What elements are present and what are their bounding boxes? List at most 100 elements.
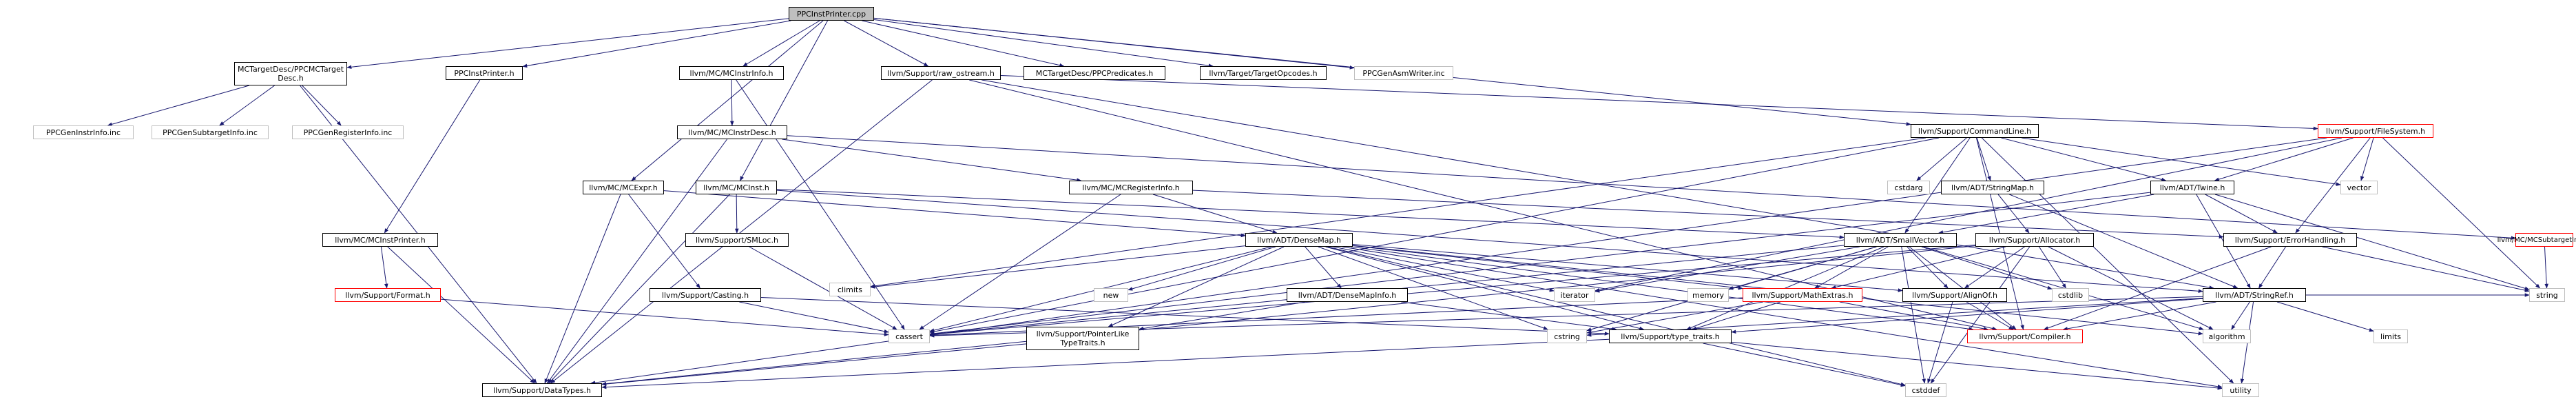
edge-adt-smallvector-h-to-support-alignof-h [1907,246,1949,289]
node-mc-mcinstprinter-h[interactable]: llvm/MC/MCInstPrinter.h [322,233,438,247]
node-support-type-traits-h[interactable]: llvm/Support/type_traits.h [1609,329,1732,343]
edge-mc-mcregisterinfo-h-to-support-errorhandling-h [1192,190,2224,239]
edge-mc-mcinstrinfo-h-to-cassert [736,79,905,330]
edge-support-errorhandling-h-to-string [2322,246,2530,292]
edge-support-filesystem-h-to-adt-twine-h [2214,137,2354,181]
edge-adt-densemap-h-to-support-pointerliketypetraits-h [1108,246,1285,327]
edge-mc-mcinstrdesc-h-to-mc-mcsubtargetinfo-h [787,135,2516,240]
edge-ppcinstprinter-cpp-to-mctargetdesc-ppcpredicates-h [862,20,1065,68]
edge-support-alignof-h-to-support-compiler-h [1966,301,2014,330]
node-target-targetopcodes-h[interactable]: llvm/Target/TargetOpcodes.h [1200,66,1327,80]
node-adt-smallvector-h[interactable]: llvm/ADT/SmallVector.h [1844,233,1957,247]
node-support-smloc-h[interactable]: llvm/Support/SMLoc.h [685,233,789,247]
edge-mc-mcinstprinter-h-to-support-datatypes-h [387,246,535,384]
node-support-commandline-h[interactable]: llvm/Support/CommandLine.h [1911,124,2039,138]
edge-support-type-traits-h-to-cstddef [1703,343,1906,387]
node-mctargetdesc-ppcmctargetdesc-h[interactable]: MCTargetDesc/PPCMCTarget Desc.h [234,62,347,85]
edge-adt-stringref-h-to-support-type-traits-h [1731,298,2203,334]
edge-adt-densemap-h-to-new [1128,246,1276,291]
edge-mctargetdesc-ppcmctargetdesc-h-to-ppcgeninstrinfo-inc [107,85,249,126]
edge-support-allocator-h-to-support-datatypes-h [601,245,1976,386]
edge-ppcinstprinter-h-to-mc-mcinstprinter-h [384,79,481,234]
node-mc-mcexpr-h[interactable]: llvm/MC/MCExpr.h [583,181,664,194]
node-cstddef: cstddef [1905,383,1946,397]
edge-support-commandline-h-to-cstdarg [1916,137,1967,181]
edge-mc-mcinstrdesc-h-to-mc-mcregisterinfo-h [782,139,1082,182]
edge-support-casting-h-to-cassert [739,301,889,334]
node-support-datatypes-h[interactable]: llvm/Support/DataTypes.h [482,383,602,397]
edge-ppcinstprinter-cpp-to-mc-mcexpr-h [631,20,824,181]
edge-mc-mcexpr-h-to-adt-densemap-h [663,190,1246,238]
node-adt-twine-h[interactable]: llvm/ADT/Twine.h [2150,181,2234,194]
edge-adt-smallvector-h-to-iterator [1595,246,1860,293]
edge-adt-densemap-h-to-support-compiler-h [1351,246,1974,331]
node-ppcinstprinter-h[interactable]: PPCInstPrinter.h [446,66,523,80]
node-mc-mcsubtargetinfo-h[interactable]: llvm/MC/MCSubtargetInfo.h [2497,233,2576,247]
node-support-casting-h[interactable]: llvm/Support/Casting.h [650,288,761,302]
edge-adt-twine-h-to-cassert [929,192,2151,336]
node-mctargetdesc-ppcpredicates-h[interactable]: MCTargetDesc/PPCPredicates.h [1024,66,1165,80]
edge-support-allocator-h-to-support-alignof-h [1964,246,2025,289]
edge-mc-mcinstrinfo-h-to-mc-mcinstrdesc-h [730,79,734,126]
edge-adt-stringref-h-to-limits [2276,301,2374,332]
edge-support-allocator-h-to-cstdlib [2039,246,2066,289]
node-ppcgeninstrinfo-inc: PPCGenInstrInfo.inc [33,125,134,139]
node-string: string [2529,288,2565,302]
edge-mc-mcregisterinfo-h-to-cassert [919,194,1121,330]
edge-support-filesystem-h-to-support-datatypes-h [590,137,2327,385]
edge-support-commandline-h-to-climits [870,137,1926,288]
edge-ppcinstprinter-cpp-to-mctargetdesc-ppcmctargetdesc-h [346,18,789,70]
node-mc-mcregisterinfo-h[interactable]: llvm/MC/MCRegisterInfo.h [1069,181,1193,194]
edge-support-pointerliketypetraits-h-to-support-datatypes-h [601,343,1027,386]
node-support-raw-ostream-h[interactable]: llvm/Support/raw_ostream.h [881,66,1001,80]
node-limits: limits [2374,329,2408,343]
edge-adt-smallvector-h-to-support-mathextras-h [1814,246,1889,289]
node-support-alignof-h[interactable]: llvm/Support/AlignOf.h [1902,288,2007,302]
node-mc-mcinst-h[interactable]: llvm/MC/MCInst.h [696,181,777,194]
node-mc-mcinstrinfo-h[interactable]: llvm/MC/MCInstrInfo.h [679,66,784,80]
node-adt-densemapinfo-h[interactable]: llvm/ADT/DenseMapInfo.h [1287,288,1408,302]
node-support-pointerliketypetraits-h[interactable]: llvm/Support/PointerLike TypeTraits.h [1026,327,1139,350]
node-support-allocator-h[interactable]: llvm/Support/Allocator.h [1975,233,2094,247]
node-support-errorhandling-h[interactable]: llvm/Support/ErrorHandling.h [2223,233,2357,247]
node-support-mathextras-h[interactable]: llvm/Support/MathExtras.h [1743,288,1862,302]
edge-support-commandline-h-to-adt-stringmap-h [1976,137,1991,181]
edge-support-filesystem-h-to-support-errorhandling-h [2295,137,2371,234]
edge-support-format-h-to-cassert [440,298,889,336]
edge-support-commandline-h-to-adt-smallvector-h [1904,137,1971,234]
edge-support-mathextras-h-to-support-type-traits-h [1692,301,1781,330]
edge-ppcinstprinter-cpp-to-mc-mcinst-h [740,20,828,181]
edge-adt-stringref-h-to-algorithm [2231,301,2250,330]
edge-adt-stringref-h-to-cstring [1586,298,2203,337]
edge-adt-stringmap-h-to-support-allocator-h [1997,194,2030,234]
edge-adt-densemap-h-to-utility [1342,246,2223,389]
node-adt-densemap-h[interactable]: llvm/ADT/DenseMap.h [1245,233,1353,247]
node-support-filesystem-h[interactable]: llvm/Support/FileSystem.h [2318,124,2433,138]
edge-support-filesystem-h-to-string [2382,137,2541,289]
node-adt-stringmap-h[interactable]: llvm/ADT/StringMap.h [1941,181,2044,194]
edge-mc-mcinstprinter-h-to-support-format-h [380,246,388,289]
edge-support-filesystem-h-to-iterator [1595,137,2343,292]
node-new: new [1094,288,1128,302]
edge-mctargetdesc-ppcmctargetdesc-h-to-ppcgenregisterinfo-inc [302,85,342,126]
node-support-compiler-h[interactable]: llvm/Support/Compiler.h [1967,329,2083,343]
node-mc-mcinstrdesc-h[interactable]: llvm/MC/MCInstrDesc.h [677,125,787,139]
edge-adt-densemapinfo-h-to-support-type-traits-h [1401,301,1617,331]
edge-support-alignof-h-to-cstddef [1927,301,1953,384]
node-adt-stringref-h[interactable]: llvm/ADT/StringRef.h [2203,288,2306,302]
edge-adt-densemap-h-to-support-alignof-h [1352,244,1903,292]
edge-support-commandline-h-to-adt-twine-h [2001,137,2167,182]
edge-support-filesystem-h-to-vector [2360,137,2374,181]
node-ppcgensubtargetinfo-inc: PPCGenSubtargetInfo.inc [152,125,269,139]
edge-mc-mcsubtargetinfo-h-to-string [2544,246,2548,289]
edge-mc-mcinst-h-to-adt-stringref-h [776,190,2203,294]
edge-adt-densemap-h-to-iterator [1333,246,1555,292]
edge-support-type-traits-h-to-utility [1731,341,2223,390]
edge-support-commandline-h-to-utility [1981,137,2234,384]
node-ppcgenasmwriter-inc: PPCGenAsmWriter.inc [1354,66,1453,80]
edge-adt-stringref-h-to-cassert [929,296,2203,338]
node-support-format-h[interactable]: llvm/Support/Format.h [335,288,441,302]
edge-support-commandline-h-to-vector [2021,137,2341,186]
